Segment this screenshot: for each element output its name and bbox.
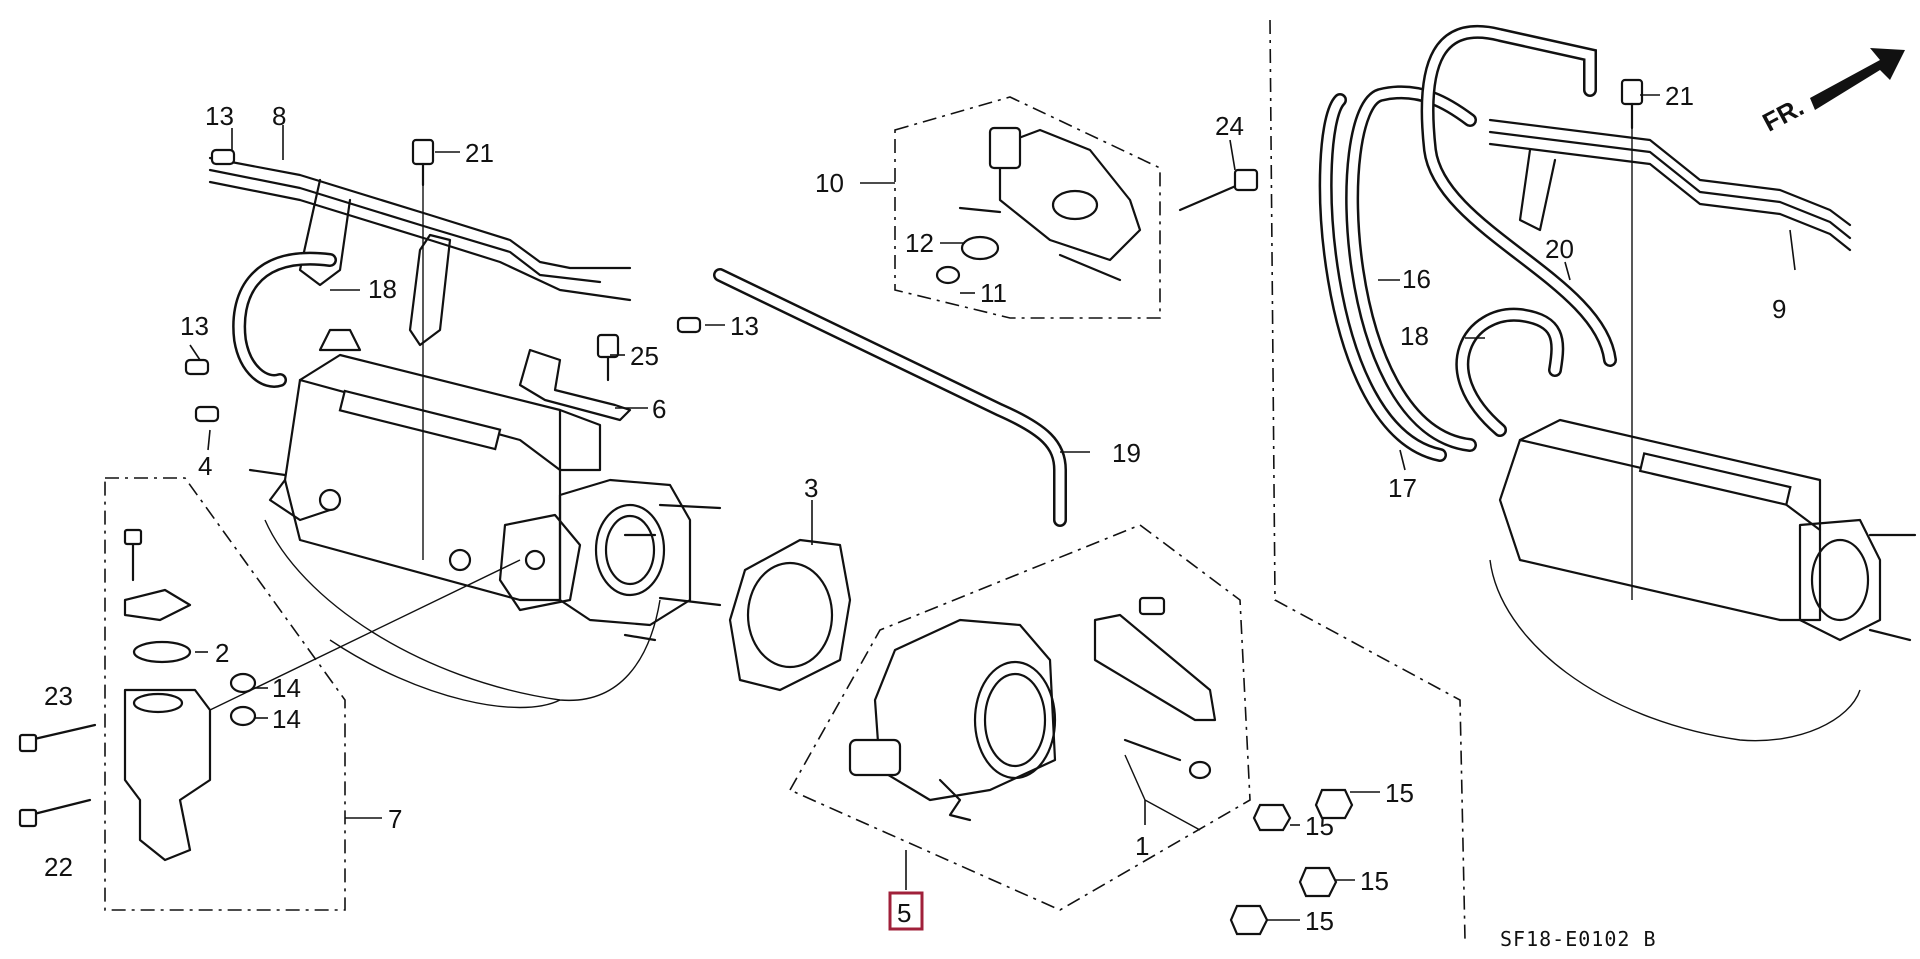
callout-8: 8 — [272, 101, 286, 131]
intake-manifold-left — [248, 353, 722, 709]
callout-18: 18 — [368, 274, 397, 304]
callout-25: 25 — [630, 341, 659, 371]
callout-12: 12 — [905, 228, 934, 258]
callout-21: 21 — [465, 138, 494, 168]
callout-1: 1 — [1135, 831, 1149, 861]
callout-24: 24 — [1215, 111, 1244, 141]
group-outlines — [104, 19, 1466, 941]
callout-15: 15 — [1305, 906, 1334, 936]
callout-15: 15 — [1360, 866, 1389, 896]
callout-13: 13 — [730, 311, 759, 341]
callout-13: 13 — [180, 311, 209, 341]
vacuum-pipes-left — [184, 148, 1067, 527]
callout-17: 17 — [1388, 473, 1417, 503]
throttle-body — [848, 596, 1217, 831]
callout-9: 9 — [1772, 294, 1786, 324]
callout-4: 4 — [198, 451, 212, 481]
callout-5-highlighted: 5 — [897, 898, 911, 928]
callout-15: 15 — [1305, 811, 1334, 841]
callout-10: 10 — [815, 168, 844, 198]
iac-valve — [935, 126, 1259, 285]
bolts-upper-left — [411, 138, 632, 560]
callout-22: 22 — [44, 852, 73, 882]
diagram-code: SF18-E0102 B — [1500, 927, 1657, 951]
callout-13: 13 — [205, 101, 234, 131]
callout-14: 14 — [272, 704, 301, 734]
callout-21: 21 — [1665, 81, 1694, 111]
callout-6: 6 — [652, 394, 666, 424]
leader-lines — [189, 94, 1796, 921]
callout-14: 14 — [272, 673, 301, 703]
fast-idle-thermo-valve — [18, 528, 521, 862]
intake-manifold-right — [1318, 24, 1917, 742]
callout-2: 2 — [215, 638, 229, 668]
callout-16: 16 — [1402, 264, 1431, 294]
callout-23: 23 — [44, 681, 73, 711]
callout-3: 3 — [804, 473, 818, 503]
callout-15: 15 — [1385, 778, 1414, 808]
callout-7: 7 — [388, 804, 402, 834]
direction-label: FR. — [1758, 91, 1809, 137]
throttle-gasket — [728, 538, 852, 692]
callout-18: 18 — [1400, 321, 1429, 351]
callout-20: 20 — [1545, 234, 1574, 264]
callout-19: 19 — [1112, 438, 1141, 468]
nuts-15 — [1229, 788, 1354, 936]
callout-11: 11 — [980, 278, 1007, 308]
highlight-box — [888, 891, 924, 931]
